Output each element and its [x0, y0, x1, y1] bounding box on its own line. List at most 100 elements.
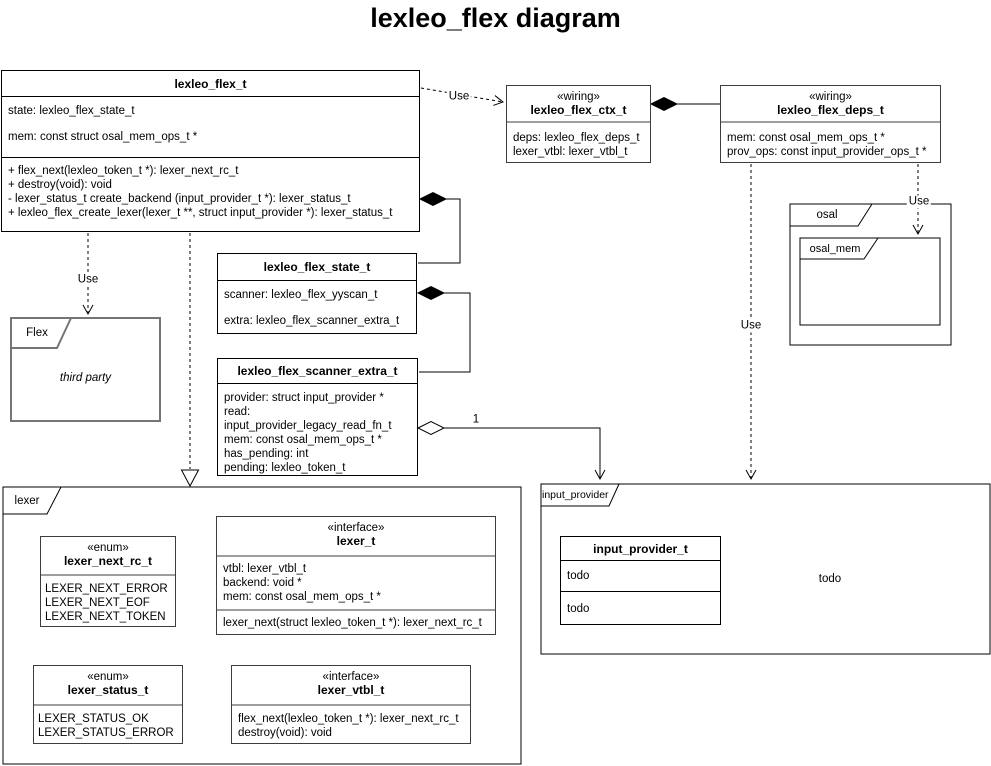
attribute-compartment: state: lexleo_flex_state_t mem: const st… — [2, 97, 419, 158]
attribute: input_provider_legacy_read_fn_t — [224, 420, 392, 432]
method: + flex_next(lexleo_token_t *): lexer_nex… — [8, 165, 239, 177]
composition-line-state-extra — [419, 292, 471, 373]
stereotype: «wiring» — [557, 91, 600, 103]
enum-value: LEXER_STATUS_OK — [38, 713, 149, 725]
stereotype: «interface» — [327, 522, 385, 534]
flex-package-note: third party — [59, 372, 112, 384]
class-title: lexleo_flex_scanner_extra_t — [218, 359, 417, 384]
multiplicity-label: 1 — [470, 413, 482, 427]
class-input-provider-t: input_provider_t todo todo — [560, 536, 721, 625]
method: lexer_next(struct lexleo_token_t *): lex… — [223, 617, 482, 629]
class-title: lexer_vtbl_t — [317, 683, 385, 697]
attribute: extra: lexleo_flex_scanner_extra_t — [224, 315, 400, 327]
composition-diamond-flex-state-icon — [418, 191, 448, 207]
package-osal-mem-label: osal_mem — [809, 242, 861, 255]
method: destroy(void): void — [238, 727, 332, 739]
stereotype: «enum» — [87, 542, 129, 554]
package-flex-label: Flex — [26, 327, 48, 339]
attribute-compartment: mem: const osal_mem_ops_t * prov_ops: co… — [721, 123, 940, 159]
package-osal-mem-outline — [799, 237, 941, 326]
method: flex_next(lexleo_token_t *): lexer_next_… — [238, 713, 459, 725]
diagram-title: lexleo_flex diagram — [370, 3, 621, 33]
attribute: provider: struct input_provider * — [224, 392, 384, 404]
method: - lexer_status_t create_backend (input_p… — [8, 193, 351, 205]
class-lexleo-flex-t: lexleo_flex_t state: lexleo_flex_state_t… — [1, 70, 420, 232]
class-title: lexleo_flex_deps_t — [777, 103, 884, 117]
class-row: todo — [561, 561, 720, 592]
class-lexleo-flex-scanner-extra-t: lexleo_flex_scanner_extra_t provider: st… — [217, 358, 418, 476]
stereotype: «wiring» — [809, 91, 852, 103]
aggregation-diamond-extra-input-provider-icon — [416, 420, 446, 436]
attribute: mem: const osal_mem_ops_t * — [727, 132, 885, 144]
method-compartment: + flex_next(lexleo_token_t *): lexer_nex… — [2, 158, 419, 220]
input-provider-note: todo — [818, 572, 842, 585]
attribute-compartment: deps: lexleo_flex_deps_t lexer_vtbl: lex… — [507, 123, 650, 159]
package-osal-outline — [789, 203, 952, 346]
method-compartment: lexer_next(struct lexleo_token_t *): lex… — [217, 611, 495, 630]
class-title: lexer_t — [336, 534, 376, 548]
composition-diamond-ctx-deps-icon — [649, 96, 679, 112]
package-input-provider-label: input_provider — [542, 489, 609, 501]
stereotype: «enum» — [87, 671, 129, 683]
attribute: prov_ops: const input_provider_ops_t * — [727, 146, 927, 158]
attribute-compartment: provider: struct input_provider * read: … — [218, 384, 417, 475]
attribute: backend: void * — [223, 577, 302, 589]
enum-lexer-status-t: «enum» lexer_status_t LEXER_STATUS_OK LE… — [33, 665, 183, 744]
package-lexer-label: lexer — [14, 494, 40, 507]
class-title: lexleo_flex_state_t — [218, 254, 416, 281]
use-label: Use — [906, 195, 932, 209]
method-compartment: flex_next(lexleo_token_t *): lexer_next_… — [232, 706, 470, 740]
class-title: lexleo_flex_ctx_t — [530, 103, 627, 117]
class-lexleo-flex-deps-t: «wiring» lexleo_flex_deps_t mem: const o… — [720, 85, 941, 163]
package-flex-outline — [10, 317, 161, 422]
class-title: input_provider_t — [561, 537, 720, 561]
composition-diamond-state-extra-icon — [416, 285, 446, 301]
class-lexleo-flex-ctx-t: «wiring» lexleo_flex_ctx_t deps: lexleo_… — [506, 85, 651, 163]
composition-line-flex-state — [418, 198, 461, 264]
class-header: «interface» lexer_t — [217, 517, 495, 557]
class-header: «interface» lexer_vtbl_t — [232, 666, 470, 706]
class-lexleo-flex-state-t: lexleo_flex_state_t scanner: lexleo_flex… — [217, 253, 417, 334]
stereotype: «interface» — [322, 671, 380, 683]
attribute-compartment: scanner: lexleo_flex_yyscan_t extra: lex… — [218, 281, 416, 334]
attribute: mem: const osal_mem_ops_t * — [223, 591, 381, 603]
enum-value: LEXER_STATUS_ERROR — [38, 727, 174, 739]
class-header: «enum» lexer_next_rc_t — [41, 537, 175, 576]
enum-values: LEXER_NEXT_ERROR LEXER_NEXT_EOF LEXER_NE… — [41, 576, 175, 624]
attribute: scanner: lexleo_flex_yyscan_t — [224, 289, 378, 301]
class-title: lexleo_flex_t — [2, 71, 419, 97]
class-header: «enum» lexer_status_t — [34, 666, 182, 706]
interface-lexer-vtbl-t: «interface» lexer_vtbl_t flex_next(lexle… — [231, 665, 471, 744]
package-lexer-outline — [2, 486, 522, 765]
aggregation-line-extra-input-provider — [444, 427, 606, 481]
attribute: lexer_vtbl: lexer_vtbl_t — [513, 146, 628, 158]
enum-value: LEXER_NEXT_TOKEN — [45, 611, 166, 623]
enum-lexer-next-rc-t: «enum» lexer_next_rc_t LEXER_NEXT_ERROR … — [40, 536, 176, 627]
realization-triangle-icon — [180, 469, 200, 488]
use-label: Use — [446, 90, 472, 104]
method: + lexleo_flex_create_lexer(lexer_t **, s… — [8, 207, 393, 219]
package-input-provider-outline — [540, 483, 991, 655]
attribute: deps: lexleo_flex_deps_t — [513, 132, 640, 144]
package-osal-label: osal — [816, 209, 838, 221]
attribute-compartment: vtbl: lexer_vtbl_t backend: void * mem: … — [217, 557, 495, 611]
use-label: Use — [738, 319, 764, 333]
enum-value: LEXER_NEXT_ERROR — [45, 583, 168, 595]
interface-lexer-t: «interface» lexer_t vtbl: lexer_vtbl_t b… — [216, 516, 496, 635]
method: + destroy(void): void — [8, 179, 112, 191]
class-header: «wiring» lexleo_flex_ctx_t — [507, 86, 650, 123]
attribute: read: — [224, 406, 251, 418]
attribute: pending: lexleo_token_t — [224, 462, 346, 474]
attribute: mem: const osal_mem_ops_t * — [224, 434, 382, 446]
class-header: «wiring» lexleo_flex_deps_t — [721, 86, 940, 123]
use-label: Use — [75, 273, 101, 287]
attribute: vtbl: lexer_vtbl_t — [223, 563, 307, 575]
attribute: has_pending: int — [224, 448, 309, 460]
enum-values: LEXER_STATUS_OK LEXER_STATUS_ERROR — [34, 706, 182, 740]
class-title: lexer_next_rc_t — [63, 554, 153, 568]
class-title: lexer_status_t — [67, 683, 149, 697]
enum-value: LEXER_NEXT_EOF — [45, 597, 150, 609]
class-row: todo — [567, 602, 590, 615]
attribute: state: lexleo_flex_state_t — [8, 105, 135, 117]
